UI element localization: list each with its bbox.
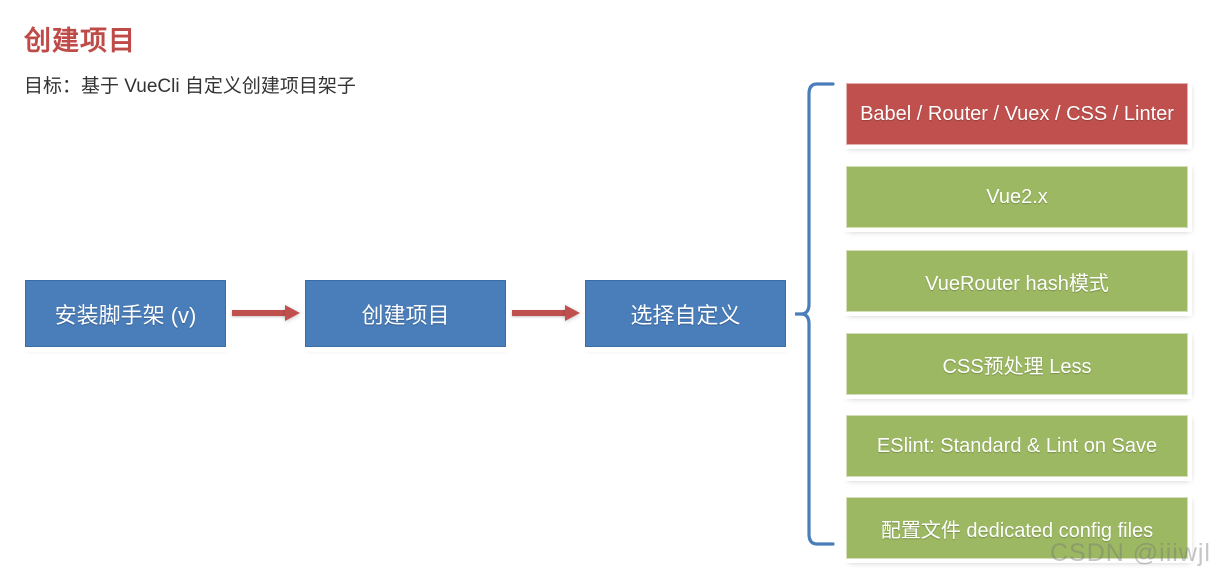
csdn-watermark: CSDN @iiiwjl — [1050, 539, 1211, 567]
page-title: 创建项目 — [24, 26, 136, 56]
option-item-1: Babel / Router / Vuex / CSS / Linter — [846, 83, 1188, 145]
option-item-5: ESlint: Standard & Lint on Save — [846, 415, 1188, 477]
flow-step-1: 安装脚手架 (v) — [25, 280, 226, 347]
curly-brace-icon — [795, 82, 835, 546]
option-item-6: 配置文件 dedicated config files — [846, 497, 1188, 559]
flow-arrow-1-icon — [232, 305, 300, 321]
page-subtitle: 目标：基于 VueCli 自定义创建项目架子 — [24, 76, 356, 97]
option-item-4: CSS预处理 Less — [846, 333, 1188, 395]
flow-step-3: 选择自定义 — [585, 280, 786, 347]
arrow-head — [565, 305, 580, 321]
flow-step-2: 创建项目 — [305, 280, 506, 347]
arrow-shaft — [512, 310, 566, 316]
arrow-head — [285, 305, 300, 321]
option-item-3: VueRouter hash模式 — [846, 250, 1188, 312]
flow-arrow-2-icon — [512, 305, 580, 321]
option-item-2: Vue2.x — [846, 166, 1188, 228]
arrow-shaft — [232, 310, 286, 316]
